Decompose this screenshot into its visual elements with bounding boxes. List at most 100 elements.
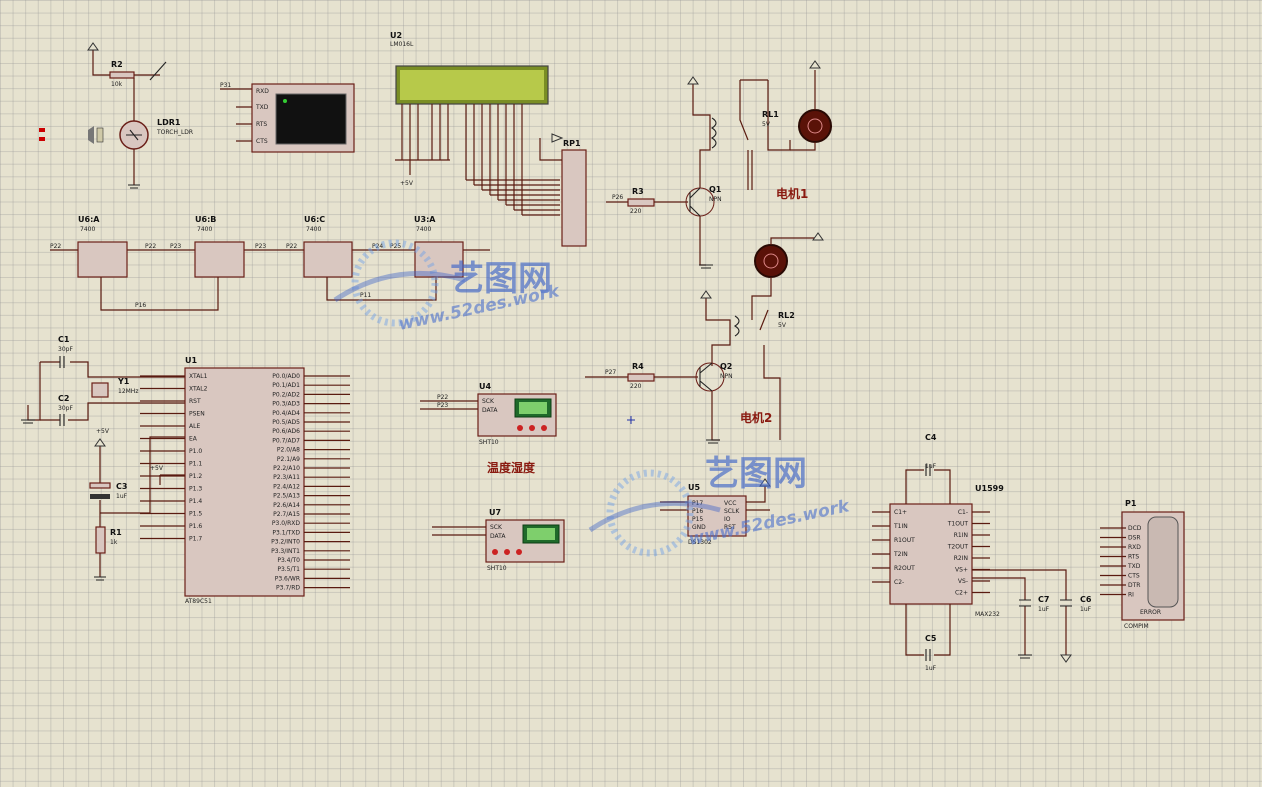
u3a-ref: U3:A [414, 215, 436, 224]
u2-value: LM016L [390, 41, 414, 48]
u1-right-label-2: P0.2/AD2 [272, 391, 300, 398]
u4-net-sck: P22 [437, 394, 448, 401]
r2-resistor[interactable] [109, 71, 135, 79]
watermark-2-brand: 艺图网 [705, 454, 807, 494]
max-left-label-2: R1OUT [894, 537, 915, 544]
terminal-pin-rxd: RXD [256, 88, 269, 95]
c3-ref: C3 [116, 482, 127, 491]
u1-right-label-15: P2.7/A15 [273, 511, 300, 518]
c6-ref: C6 [1080, 595, 1092, 604]
u4-pin-data: DATA [482, 407, 498, 414]
max-right-label-6: VS- [958, 578, 968, 585]
ea-vcc: +5V [150, 465, 164, 472]
crosshair-cursor-icon [627, 416, 635, 424]
q2-transistor[interactable] [695, 362, 725, 392]
u6b-gate[interactable] [194, 241, 245, 278]
oscillator-reset: C1 30pF C2 30pF Y1 12MHz +5V C3 1uF R1 1… [21, 335, 185, 581]
rp1-resistor-pack[interactable]: RP1 [539, 133, 587, 247]
motor1-label: 电机1 [776, 186, 808, 201]
p1-pins-label-4: TXD [1127, 563, 1141, 570]
lcd-u2[interactable]: U2 LM016L +5V [390, 31, 560, 216]
c3-capacitor[interactable] [89, 482, 111, 489]
u1-right-label-4: P0.4/AD4 [272, 410, 300, 417]
y1-value: 12MHz [118, 388, 138, 395]
u1-left-label-4: ALE [189, 423, 200, 430]
u1-ref: U1 [185, 356, 197, 365]
u5-pin-left-2: P15 [692, 516, 703, 523]
u6b-ref: U6:B [195, 215, 216, 224]
u6c-value: 7400 [306, 226, 321, 233]
max-right-label-1: T1OUT [947, 521, 969, 528]
c2-ref: C2 [58, 394, 69, 403]
u7-pin-sck: SCK [490, 524, 503, 531]
u5-pin-left-3: GND [692, 524, 706, 531]
y1-crystal[interactable] [91, 382, 109, 398]
r3-ref: R3 [632, 187, 644, 196]
max-right-label-7: C2+ [955, 590, 968, 597]
c5-value: 1uF [925, 665, 937, 672]
u1-left-label-3: PSEN [189, 411, 205, 418]
u6c-gate[interactable] [303, 241, 353, 278]
sensor-u4[interactable]: U4 SCK DATA SHT10 P22 P23 温度湿度 [420, 382, 557, 475]
r4-resistor[interactable] [627, 373, 655, 382]
ldr1-ref: LDR1 [157, 118, 181, 127]
u5-pin-left-1: P16 [692, 508, 703, 515]
u7-pin-data: DATA [490, 533, 506, 540]
u4-value: SHT10 [479, 439, 499, 446]
sensor-u7[interactable]: U7 SCK DATA SHT10 [432, 508, 565, 572]
u3a-gate[interactable] [414, 241, 464, 278]
u1-value: AT89C51 [185, 598, 212, 605]
p1-pins-label-1: DSR [1128, 535, 1141, 542]
u1-right-label-21: P3.5/T1 [277, 566, 300, 573]
relay2-coil[interactable] [733, 315, 740, 337]
mcu-u1[interactable]: U1 AT89C51 XTAL1XTAL2RSTPSENALEEAP1.0P1.… [140, 356, 350, 605]
q2-ref: Q2 [720, 362, 732, 371]
motor1-symbol[interactable] [798, 109, 832, 143]
terminal-pin-txd: TXD [255, 104, 269, 111]
u4-ref: U4 [479, 382, 491, 391]
r1-resistor[interactable] [95, 526, 106, 554]
relay1-coil[interactable] [710, 117, 717, 149]
net-bottom1: P16 [135, 302, 146, 309]
u1-right-label-16: P3.0/RXD [272, 520, 300, 527]
u4-pin-sck: SCK [482, 398, 495, 405]
u1-right-label-19: P3.3/INT1 [271, 548, 300, 555]
max-right-label-5: VS+ [955, 567, 968, 574]
virtual-terminal[interactable]: P31 RXD TXD RTS CTS [220, 82, 355, 153]
rtc-u5[interactable]: U5 P17 P16 P15 GND VCC SCLK IO RST DS130… [660, 478, 771, 546]
r1-value: 1k [110, 539, 118, 546]
c3-value: 1uF [116, 493, 128, 500]
r3-resistor[interactable] [627, 198, 655, 207]
p1-pins-label-0: DCD [1128, 525, 1142, 532]
net-u6a-out: P22 [145, 243, 156, 250]
u6a-gate[interactable] [77, 241, 128, 278]
u1-right-label-7: P0.7/AD7 [272, 437, 300, 444]
net-u6b-in: P23 [170, 243, 181, 250]
u1-right-label-1: P0.1/AD1 [272, 382, 300, 389]
u5-value: DS1302 [688, 539, 712, 546]
u1-left-label-7: P1.1 [189, 461, 202, 468]
p1-pins-label-2: RXD [1128, 544, 1141, 551]
u1-right-label-13: P2.5/A13 [273, 493, 300, 500]
u5-pin-right-3: RST [724, 524, 736, 531]
u1-right-label-10: P2.2/A10 [273, 465, 300, 472]
terminal-pin-rts: RTS [256, 121, 267, 128]
c7-value: 1uF [1038, 606, 1050, 613]
speaker-icon [88, 126, 94, 144]
u1-left-label-12: P1.6 [189, 523, 202, 530]
rl2-ref: RL2 [778, 311, 795, 320]
r2-value: 10k [111, 81, 123, 88]
u7-value: SHT10 [487, 565, 507, 572]
c1-ref: C1 [58, 335, 70, 344]
rl1-value: 5V [762, 121, 771, 128]
c5-ref: C5 [925, 634, 937, 643]
motor2-symbol[interactable] [754, 244, 788, 278]
max-right-label-4: R2IN [954, 555, 968, 562]
q2-value: NPN [720, 373, 733, 380]
c2-value: 30pF [58, 405, 73, 412]
u1-left-label-8: P1.2 [189, 473, 202, 480]
